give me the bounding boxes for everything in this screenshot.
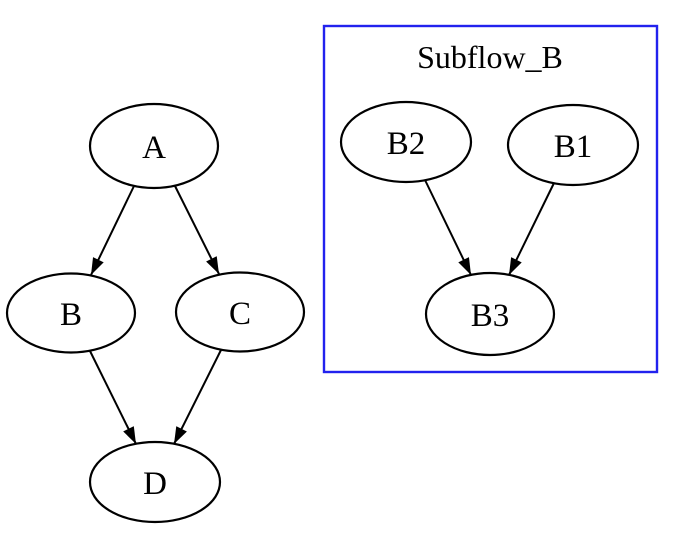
node-B2-shape	[339, 100, 473, 184]
edge-C-D	[173, 349, 222, 445]
node-D-label: D	[143, 466, 167, 502]
node-B1-label: B1	[554, 129, 593, 165]
node-C-label: C	[229, 296, 251, 332]
node-B1: B1	[506, 103, 640, 187]
node-B2-label: B2	[387, 126, 426, 162]
node-B3-shape	[424, 271, 556, 357]
cluster-subflow-b-border	[322, 24, 659, 374]
cluster-subflow-b-label: Subflow_B	[417, 39, 563, 75]
node-A-label: A	[142, 130, 166, 166]
node-D-shape	[88, 440, 222, 524]
cluster-subflow-b: Subflow_B	[322, 24, 659, 374]
edge-B2-B3	[424, 179, 472, 276]
node-B1-shape	[506, 103, 640, 187]
node-B-shape	[5, 272, 137, 354]
node-C: C	[174, 271, 306, 353]
edge-A-C	[174, 185, 220, 275]
node-B3: B3	[424, 271, 556, 357]
node-D: D	[88, 440, 222, 524]
edge-B-D	[89, 350, 137, 445]
node-A: A	[88, 102, 220, 190]
node-B2: B2	[339, 100, 473, 184]
node-B: B	[5, 272, 137, 354]
edge-layer	[89, 179, 555, 445]
edge-B1-B3	[508, 182, 555, 276]
node-B3-label: B3	[471, 298, 510, 334]
node-A-shape	[88, 102, 220, 190]
node-C-shape	[174, 271, 306, 353]
node-B-label: B	[60, 297, 82, 333]
edge-A-B	[90, 185, 135, 276]
